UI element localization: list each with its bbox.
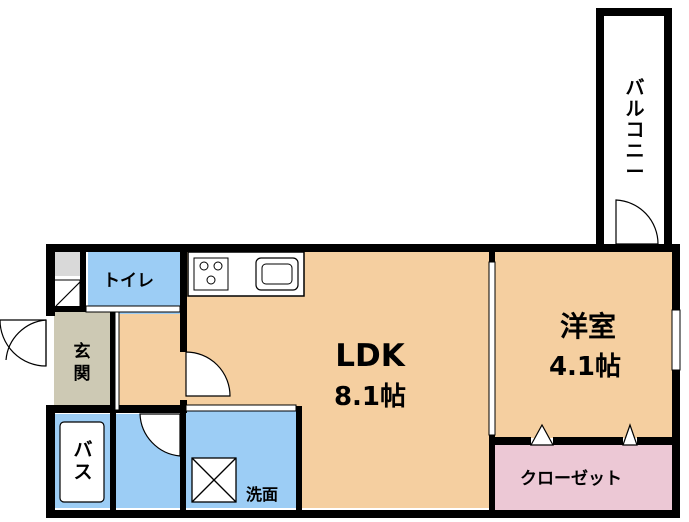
- western-room-floor: [493, 250, 673, 438]
- balcony-label: バルコニー: [625, 77, 645, 183]
- washroom-label: 洗面: [246, 485, 279, 504]
- western-room-label: 洋室: [559, 310, 616, 343]
- entrance-floor: [54, 310, 114, 410]
- ldk-size: 8.1帖: [333, 382, 407, 412]
- entrance-door: [0, 319, 47, 367]
- toilet-floor: [88, 250, 180, 314]
- walls: [46, 8, 680, 518]
- diagonal-mark: [55, 281, 81, 307]
- bath-label: バス: [73, 439, 93, 483]
- bathtub: [59, 421, 105, 503]
- hallway-floor: [112, 314, 186, 410]
- closet-label: クローゼット: [520, 469, 622, 489]
- kitchen-counter: [187, 251, 305, 297]
- balcony-door: [615, 199, 659, 245]
- closet-doors: [529, 423, 638, 446]
- western-room-size: 4.1帖: [548, 352, 622, 382]
- stove-icon: [193, 257, 229, 291]
- entrance-label: 玄関: [73, 342, 91, 384]
- bath-door: [139, 413, 181, 457]
- washing-machine-icon: [191, 457, 237, 503]
- grey-cell: [54, 252, 80, 276]
- closet-floor: [495, 445, 673, 510]
- hall-door: [185, 351, 231, 397]
- sliding-doors: [85, 261, 681, 436]
- toilet-label: トイレ: [103, 271, 154, 291]
- entrance-door-arc: [5, 319, 47, 361]
- ldk-label: LDK: [335, 338, 405, 374]
